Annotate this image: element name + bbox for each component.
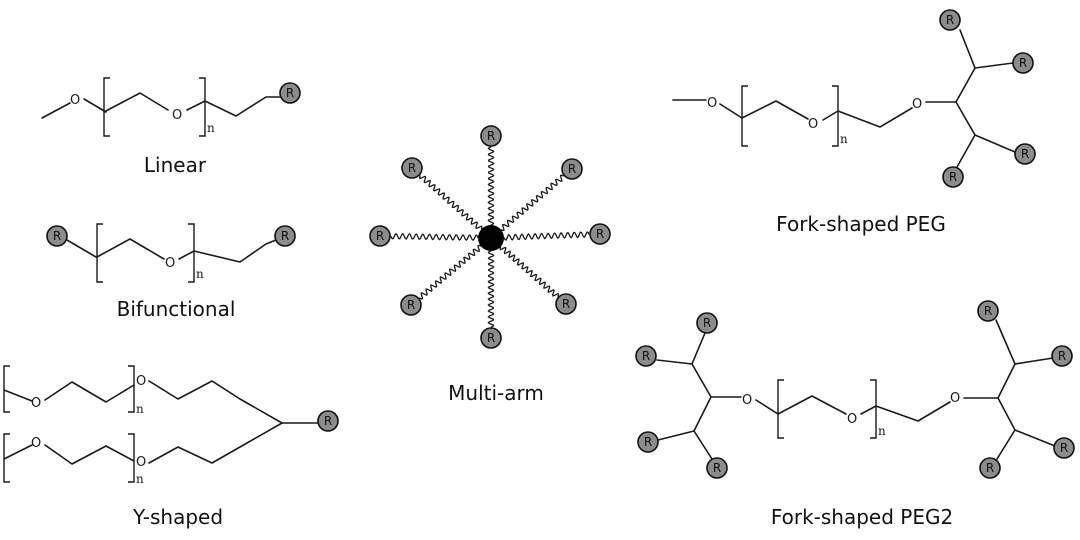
repeat-subscript: n — [136, 472, 144, 486]
svg-text:R: R — [1019, 56, 1027, 70]
r-group: R — [555, 293, 577, 315]
r-group: R — [939, 9, 961, 31]
oxygen-atom: O — [742, 393, 752, 408]
oxygen-atom: O — [172, 108, 182, 123]
r-group: R — [401, 157, 423, 179]
r-group: R — [589, 223, 611, 245]
r-group: R — [979, 457, 1001, 479]
r-group: R — [942, 166, 964, 188]
svg-text:R: R — [984, 304, 992, 318]
linear-label: Linear — [144, 153, 207, 177]
r-group: R — [1012, 52, 1034, 74]
oxygen-atom: O — [847, 412, 857, 427]
svg-text:R: R — [376, 229, 384, 243]
svg-text:R: R — [487, 129, 495, 143]
multi-arm-structure: R R R R R R R R — [369, 125, 611, 349]
repeat-subscript: n — [207, 121, 215, 135]
r-group: R — [279, 82, 301, 104]
repeat-subscript: n — [136, 402, 144, 416]
svg-text:R: R — [986, 461, 994, 475]
svg-text:R: R — [53, 229, 61, 243]
r-group: R — [317, 410, 339, 432]
multi-arm-label: Multi-arm — [448, 381, 544, 405]
oxygen-atom: O — [31, 396, 41, 411]
r-group: R — [561, 158, 583, 180]
svg-text:R: R — [324, 414, 332, 428]
r-group: R — [696, 312, 718, 334]
svg-text:R: R — [568, 162, 576, 176]
repeat-subscript: n — [878, 424, 886, 438]
bifunctional-label: Bifunctional — [117, 297, 236, 321]
oxygen-atom: O — [808, 117, 818, 132]
svg-text:R: R — [1058, 349, 1066, 363]
oxygen-atom: O — [136, 374, 146, 389]
peg-arm — [487, 250, 495, 328]
peg-arm — [487, 146, 495, 226]
svg-text:R: R — [562, 297, 570, 311]
svg-text:R: R — [596, 227, 604, 241]
svg-text:R: R — [408, 161, 416, 175]
peg-arm — [499, 246, 560, 297]
peg-arm — [419, 244, 482, 300]
peg-arm — [390, 232, 479, 242]
r-group: R — [635, 345, 657, 367]
peg-arm — [418, 175, 483, 230]
r-group: R — [706, 457, 728, 479]
svg-text:R: R — [1021, 147, 1029, 161]
fork-shaped-2-structure: R R R R O O n O — [635, 300, 1075, 479]
r-group: R — [369, 225, 391, 247]
svg-text:R: R — [644, 435, 652, 449]
r-group: R — [400, 294, 422, 316]
svg-text:R: R — [703, 316, 711, 330]
y-shaped-structure: O n O O n O R — [3, 365, 339, 486]
r-group: R — [274, 225, 296, 247]
oxygen-atom: O — [950, 391, 960, 406]
svg-text:R: R — [407, 298, 415, 312]
oxygen-atom: O — [31, 436, 41, 451]
r-group: R — [637, 431, 659, 453]
svg-text:R: R — [1060, 441, 1068, 455]
r-group: R — [1051, 345, 1073, 367]
svg-text:R: R — [487, 331, 495, 345]
oxygen-atom: O — [136, 455, 146, 470]
oxygen-atom: O — [912, 97, 922, 112]
linear-structure: n O O R — [41, 77, 301, 137]
r-group: R — [977, 300, 999, 322]
r-group: R — [480, 327, 502, 349]
peg-arm — [503, 231, 590, 241]
svg-text:R: R — [946, 13, 954, 27]
bifunctional-structure: R O n R — [46, 223, 296, 283]
svg-text:R: R — [642, 349, 650, 363]
svg-text:R: R — [281, 229, 289, 243]
r-group: R — [1014, 143, 1036, 165]
fork-shaped-2-label: Fork-shaped PEG2 — [771, 505, 953, 529]
svg-text:R: R — [286, 86, 294, 100]
multi-arm-core — [478, 225, 504, 251]
r-group: R — [1053, 437, 1075, 459]
peg-arm — [500, 174, 564, 232]
svg-text:R: R — [713, 461, 721, 475]
repeat-subscript: n — [840, 132, 848, 146]
oxygen-atom: O — [70, 93, 80, 108]
oxygen-atom: O — [165, 256, 175, 271]
fork-shaped-label: Fork-shaped PEG — [776, 212, 946, 236]
r-group: R — [480, 125, 502, 147]
oxygen-atom: O — [707, 96, 717, 111]
repeat-subscript: n — [196, 267, 204, 281]
fork-shaped-structure: O O n O R R R R — [672, 9, 1036, 188]
y-shaped-label: Y-shaped — [132, 505, 223, 529]
svg-text:R: R — [949, 170, 957, 184]
r-group: R — [46, 225, 68, 247]
